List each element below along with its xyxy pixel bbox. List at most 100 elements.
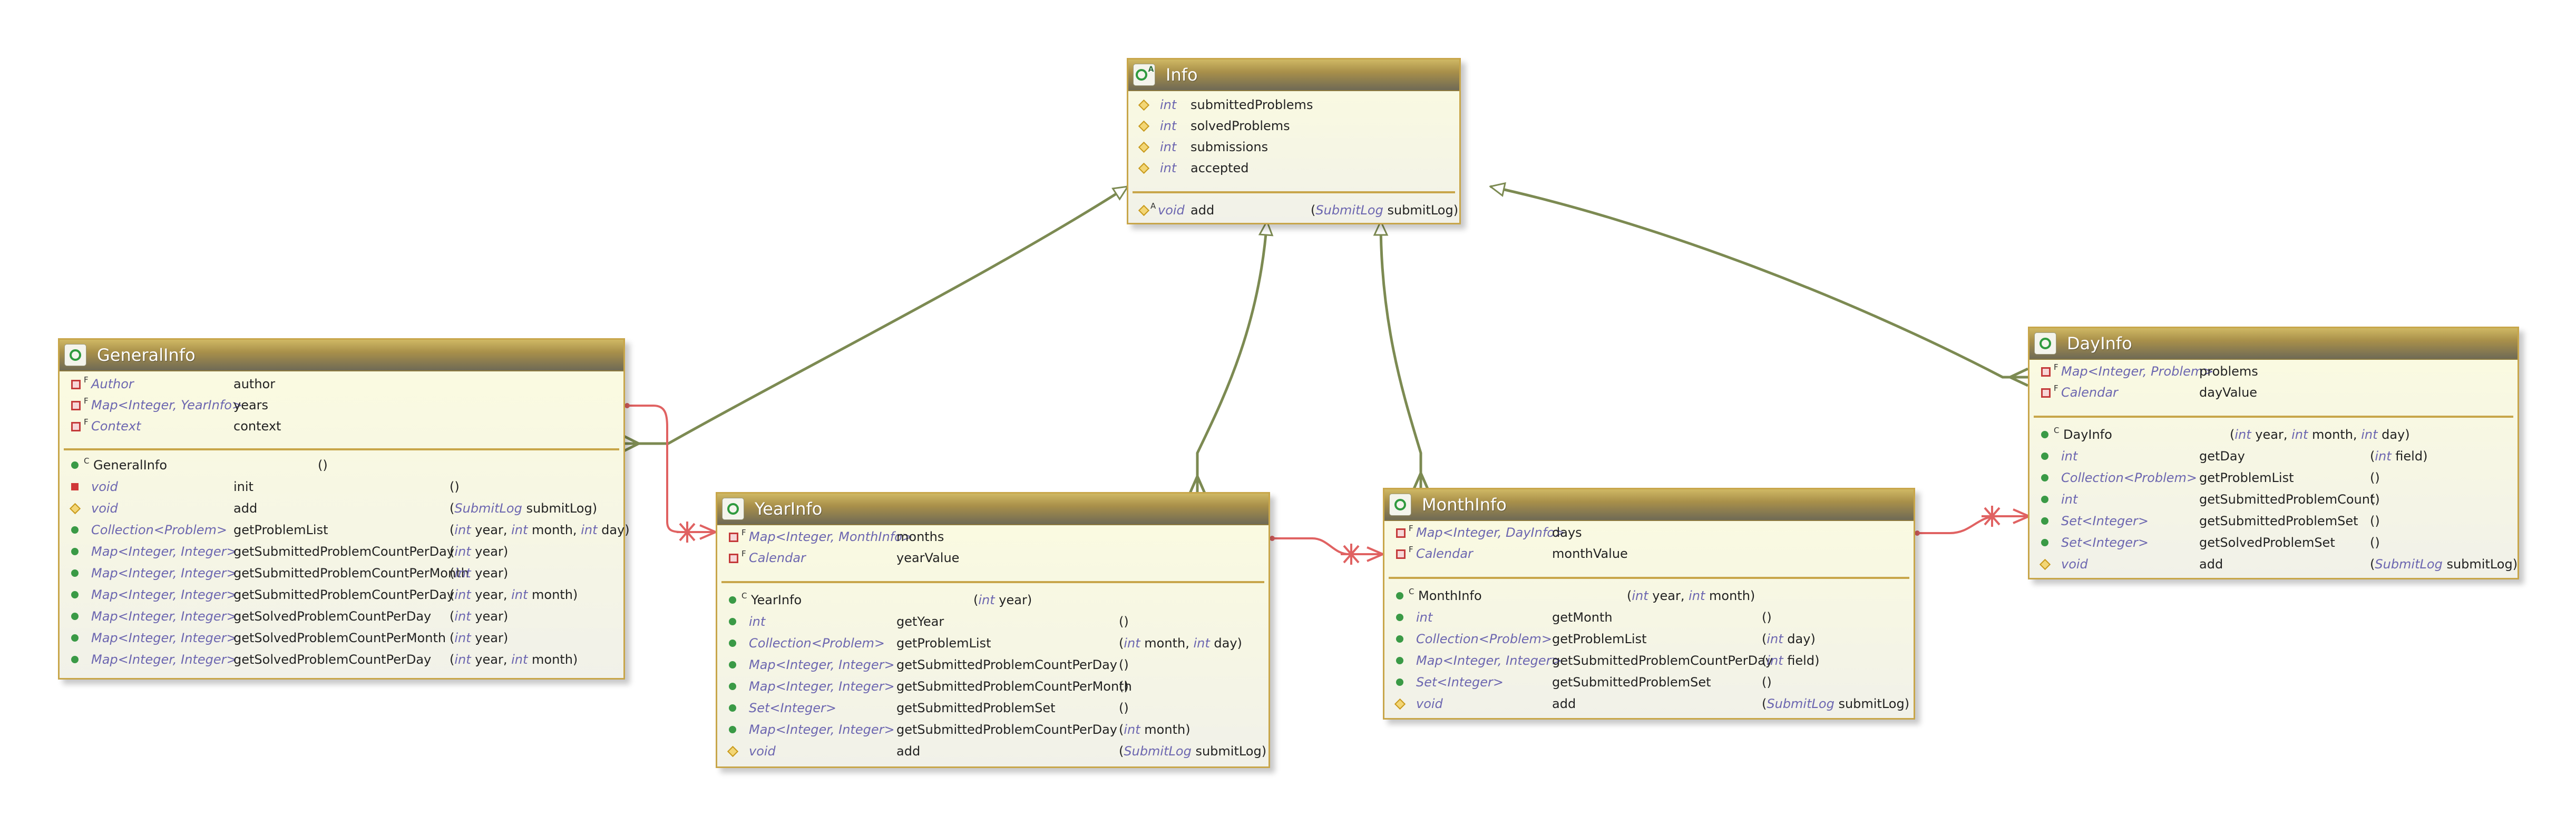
edge-general-to-info <box>622 185 1128 445</box>
fields-section: F Map<Integer, MonthInfo> months F Calen… <box>717 525 1269 576</box>
method-row: A void add (SubmitLog submitLog) <box>1128 200 1459 221</box>
method-row: Set<Integer> getSubmittedProblemSet () <box>2029 510 2518 532</box>
field-row: F Context context <box>60 416 623 437</box>
member-name: add <box>1191 203 1215 218</box>
public-visibility-icon <box>2041 539 2048 546</box>
public-visibility-icon <box>71 526 79 534</box>
public-visibility-icon <box>729 683 736 690</box>
member-params: (int day) <box>1762 632 1816 646</box>
class-name: GeneralInfo <box>97 345 196 365</box>
member-params: () <box>2370 470 2380 485</box>
general-origin-mark <box>621 434 642 454</box>
member-params: () <box>450 479 460 494</box>
member-name: dayValue <box>2199 385 2258 400</box>
public-visibility-icon <box>2041 496 2048 503</box>
class-general-info[interactable]: GeneralInfo F Author author F Map<Intege… <box>58 338 630 680</box>
member-name: getSolvedProblemSet <box>2199 535 2335 550</box>
member-name: getProblemList <box>2199 470 2294 485</box>
member-name: init <box>233 479 253 494</box>
member-type: Map<Integer, Integer> <box>749 657 895 672</box>
separator <box>1133 191 1455 193</box>
package-visibility-icon <box>1138 99 1150 111</box>
member-params: (int field) <box>1762 653 1820 668</box>
member-type: int <box>1160 119 1177 133</box>
public-visibility-icon <box>71 569 79 577</box>
member-name: yearValue <box>896 550 960 565</box>
separator <box>64 448 619 450</box>
method-row: Set<Integer> getSolvedProblemSet () <box>2029 532 2518 553</box>
field-row: F Calendar dayValue <box>2029 382 2518 403</box>
public-visibility-icon <box>71 548 79 555</box>
member-type: Map<Integer, MonthInfo> <box>749 529 913 544</box>
member-name: YearInfo <box>751 593 802 607</box>
member-type: Calendar <box>1416 546 1473 561</box>
member-name: getProblemList <box>896 636 991 651</box>
member-type: int <box>2061 492 2078 507</box>
member-name: submissions <box>1191 140 1269 154</box>
member-type: int <box>1160 140 1177 154</box>
member-params: (SubmitLog submitLog) <box>1119 744 1267 759</box>
member-params: (int month) <box>1119 722 1191 737</box>
methods-section: C YearInfo (int year) int getYear () Col… <box>717 583 1269 769</box>
member-modifier: F <box>1409 545 1413 554</box>
class-header: GeneralInfo <box>60 340 623 371</box>
private-visibility-icon <box>71 380 81 389</box>
member-params: (int year, int month) <box>450 587 578 602</box>
member-name: add <box>233 501 258 516</box>
member-modifier: F <box>2054 384 2058 393</box>
member-type: Calendar <box>749 550 806 565</box>
methods-section: C MonthInfo (int year, int month) int ge… <box>1384 579 1914 722</box>
member-params: () <box>1119 657 1129 672</box>
member-params: (SubmitLog submitLog) <box>2370 557 2518 572</box>
member-name: getMonth <box>1552 610 1613 625</box>
member-type: int <box>1160 161 1177 175</box>
method-row: void init () <box>60 476 623 497</box>
class-month-info[interactable]: MonthInfo F Map<Integer, DayInfo> days F… <box>1383 488 1915 720</box>
month-origin-mark <box>1412 469 1430 491</box>
separator <box>721 581 1264 583</box>
member-type: Map<Integer, Integer> <box>91 609 237 624</box>
edge-month-days-to-day <box>1917 516 2029 534</box>
class-name: DayInfo <box>2067 333 2132 353</box>
class-year-info[interactable]: YearInfo F Map<Integer, MonthInfo> month… <box>716 492 1270 768</box>
public-visibility-icon <box>71 656 79 663</box>
member-name: getSubmittedProblemSet <box>896 701 1056 715</box>
member-type: Collection<Problem> <box>749 636 885 651</box>
member-name: getSubmittedProblemCountPerDay <box>896 657 1117 672</box>
public-visibility-icon <box>1396 592 1403 599</box>
class-info[interactable]: A Info int submittedProblems int solvedP… <box>1127 58 1461 224</box>
member-name: add <box>1552 696 1576 711</box>
member-name: getDay <box>2199 449 2245 464</box>
member-params: (int year) <box>450 609 509 624</box>
method-row: int getDay (int field) <box>2029 446 2518 467</box>
member-name: MonthInfo <box>1418 588 1482 603</box>
field-row: F Map<Integer, YearInfo> years <box>60 395 623 416</box>
member-type: Context <box>91 419 141 434</box>
member-type: Map<Integer, Integer> <box>91 652 237 667</box>
method-row: Collection<Problem> getProblemList () <box>2029 467 2518 488</box>
member-name: GeneralInfo <box>93 458 168 473</box>
composition-star-month <box>1341 544 1362 565</box>
public-visibility-icon <box>71 461 79 469</box>
member-modifier: C <box>741 591 747 601</box>
field-row: int submittedProblems <box>1128 94 1459 115</box>
member-name: add <box>2199 557 2223 572</box>
class-day-info[interactable]: DayInfo F Map<Integer, Problem> problems… <box>2028 327 2519 579</box>
class-header: YearInfo <box>717 494 1269 525</box>
method-row: Map<Integer, Integer> getSubmittedProble… <box>60 584 623 605</box>
private-visibility-icon <box>729 554 738 563</box>
private-visibility-icon <box>71 422 81 431</box>
class-header: MonthInfo <box>1384 489 1914 521</box>
method-row: Map<Integer, Integer> getSolvedProblemCo… <box>60 627 623 648</box>
member-modifier: F <box>84 375 89 385</box>
member-modifier: F <box>1409 524 1413 533</box>
method-row: Map<Integer, Integer> getSubmittedProble… <box>1384 650 1914 671</box>
member-type: Map<Integer, Integer> <box>91 631 237 645</box>
public-visibility-icon <box>729 661 736 668</box>
methods-section: A void add (SubmitLog submitLog) <box>1128 193 1459 231</box>
field-row: int submissions <box>1128 136 1459 158</box>
class-icon <box>64 344 86 366</box>
public-visibility-icon <box>729 704 736 712</box>
member-name: getSolvedProblemCountPerMonth <box>233 631 446 645</box>
public-visibility-icon <box>2041 431 2048 438</box>
